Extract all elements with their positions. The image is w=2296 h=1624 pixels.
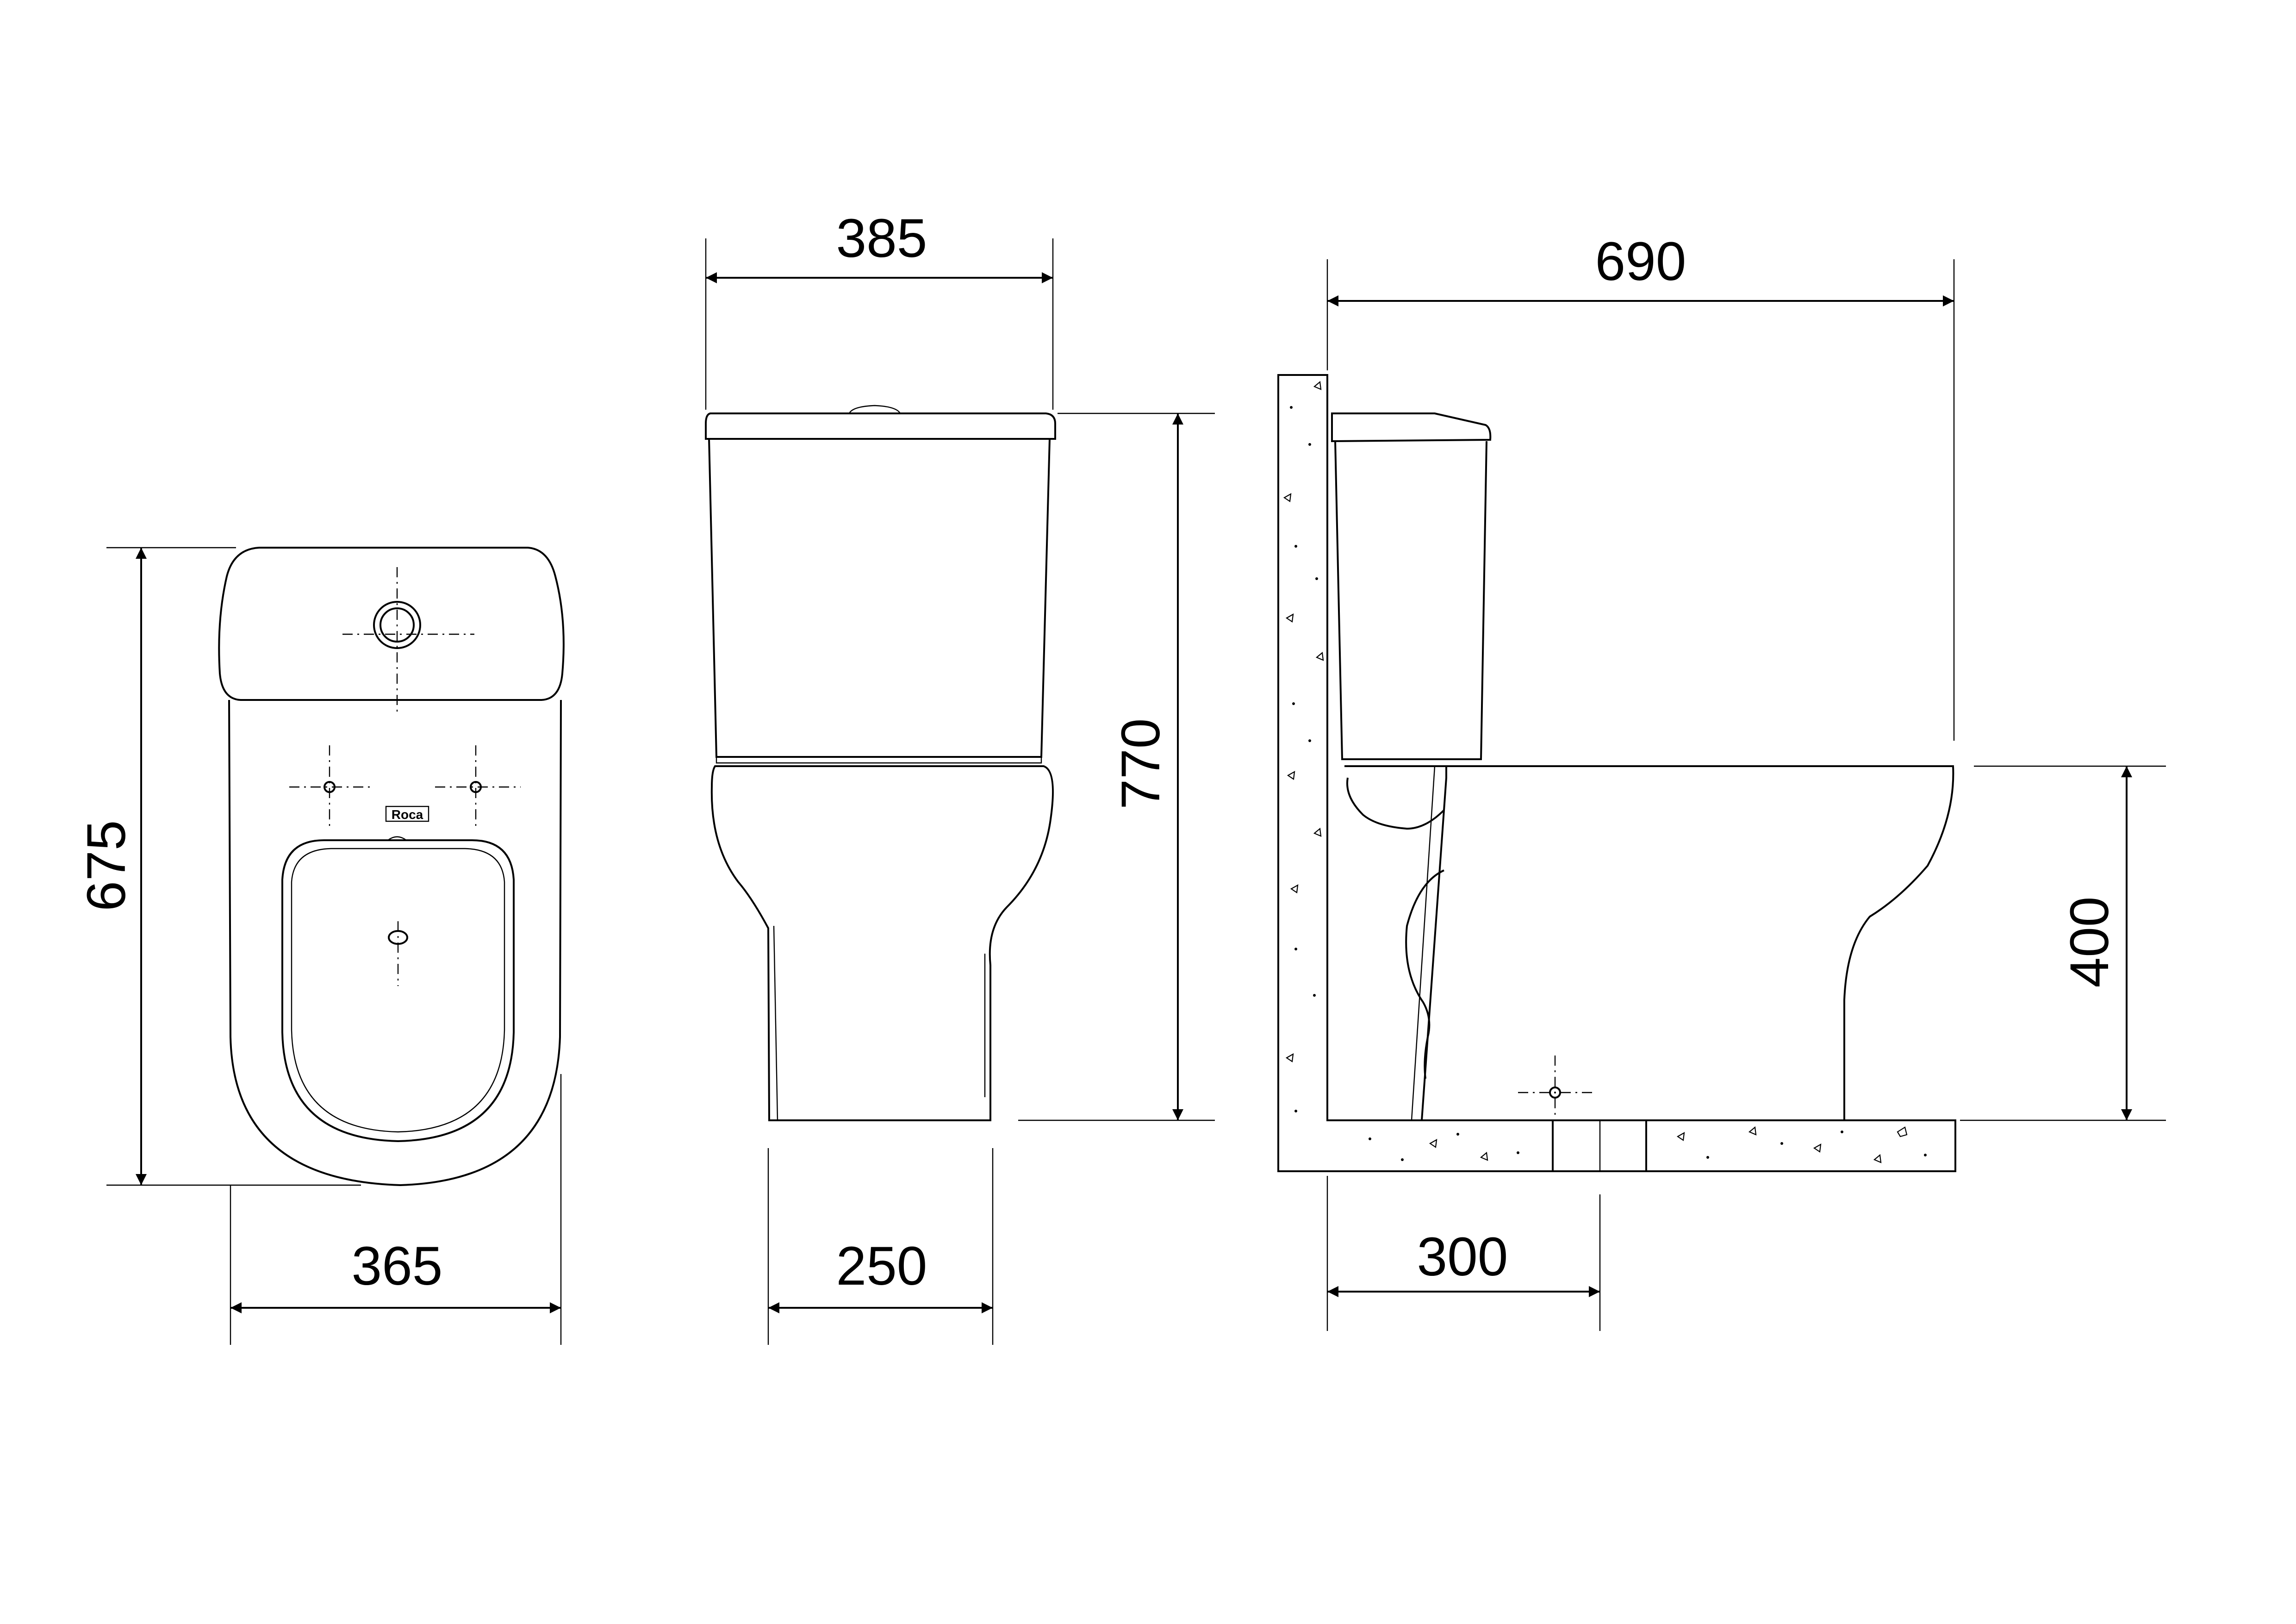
front-view: 385 770 250 [705, 208, 1215, 1345]
front-view-cistern-lid [705, 412, 1056, 440]
dim-side-view-seat-height: 400 [2059, 897, 2120, 988]
dim-front-view-base-width: 250 [836, 1236, 927, 1297]
concrete-texture [1283, 381, 1927, 1163]
top-view-bowl [228, 700, 562, 1187]
front-view-cistern [708, 438, 1051, 758]
dim-front-view-width: 385 [836, 208, 927, 269]
side-view: 690 400 300 [1277, 231, 2166, 1331]
side-view-wall-floor [1277, 374, 1956, 1172]
top-view-fixing-points [289, 745, 521, 829]
front-view-bowl [710, 765, 1054, 1121]
side-view-trap [1346, 777, 1445, 1079]
top-view-seat-opening [281, 839, 515, 1143]
dim-side-view-depth: 690 [1595, 231, 1686, 292]
dim-side-view-outlet-distance: 300 [1417, 1226, 1508, 1287]
side-view-cistern-lid [1331, 412, 1492, 443]
dim-top-view-depth: 675 [76, 820, 137, 912]
dim-front-view-height: 770 [1110, 718, 1171, 810]
logo: Roca [392, 807, 423, 822]
side-view-bowl [1344, 765, 1954, 1121]
side-view-cistern [1334, 441, 1487, 760]
top-view-flush-button [373, 601, 421, 649]
dim-top-view-width: 365 [352, 1236, 443, 1297]
top-view: Roca 675 365 [76, 547, 565, 1345]
top-view-cistern-lid [218, 547, 565, 701]
